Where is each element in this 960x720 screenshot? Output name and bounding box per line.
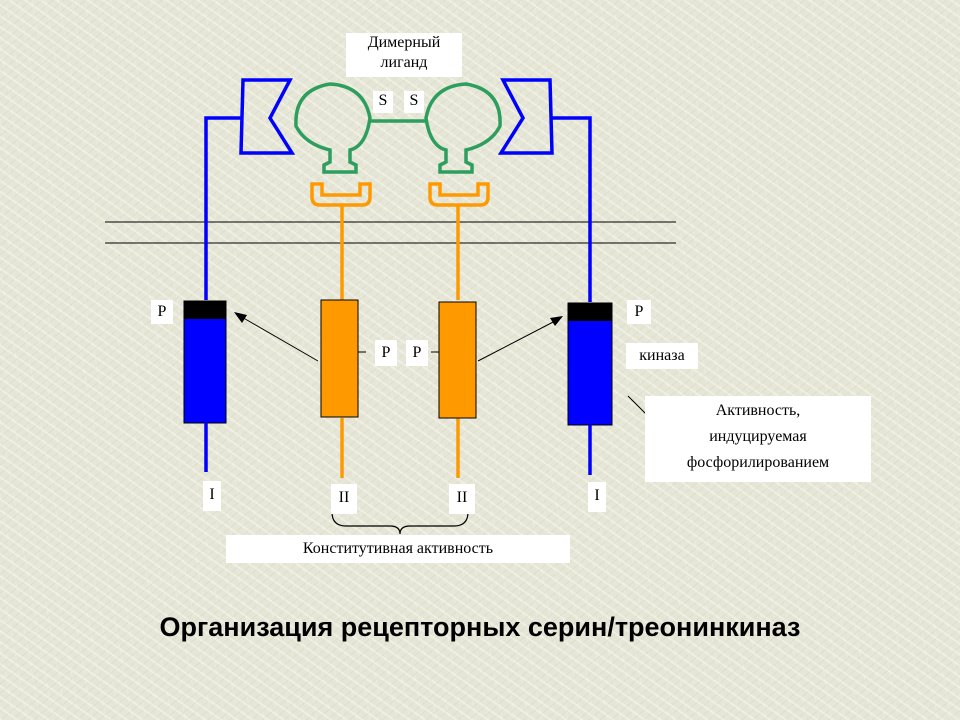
- type-i-kinase-left: [183, 300, 227, 424]
- slide-title: Организация рецепторных серин/треонинкин…: [159, 612, 801, 642]
- receptor-type-label-right-ii: II: [449, 484, 475, 514]
- phospho-label-left-receptor: P: [151, 300, 173, 324]
- type-i-receptor-left: [204, 78, 296, 300]
- constitutive-activity-label: Конститутивная активность: [226, 535, 570, 563]
- ligand-monomer-left: [294, 82, 372, 174]
- type-i-kinase-right: [567, 302, 613, 426]
- ligand-monomer-right: [424, 82, 502, 174]
- activity-note: Активность, индуцируемая фосфорилировани…: [645, 396, 871, 482]
- disulfide-s-left: S: [373, 91, 393, 113]
- type-ii-receptor-right: [428, 182, 490, 478]
- kinase-label: киназа: [626, 343, 698, 369]
- constitutive-brace: [331, 511, 469, 535]
- receptor-type-label-right-i: I: [588, 482, 606, 512]
- disulfide-s-right: S: [404, 91, 424, 113]
- ligand-label: Димерный лиганд: [346, 33, 462, 77]
- type-ii-receptor-left: [310, 182, 372, 478]
- receptor-type-label-left-i: I: [203, 481, 221, 511]
- phospho-label-right-receptor: P: [627, 300, 651, 324]
- type-i-receptor-right: [497, 78, 592, 302]
- phosphorylation-arrow-left: [234, 312, 319, 362]
- receptor-type-label-left-ii: II: [331, 484, 357, 514]
- type-i-p-cap-left: [184, 301, 226, 319]
- type-ii-kinase-left: [320, 299, 359, 418]
- phosphorylation-arrow-right: [477, 316, 563, 362]
- type-i-p-cap-right: [568, 303, 612, 321]
- type-ii-kinase-right: [438, 301, 477, 419]
- phospho-label-right-kinase: P: [406, 340, 428, 366]
- phospho-label-left-kinase: P: [375, 340, 397, 366]
